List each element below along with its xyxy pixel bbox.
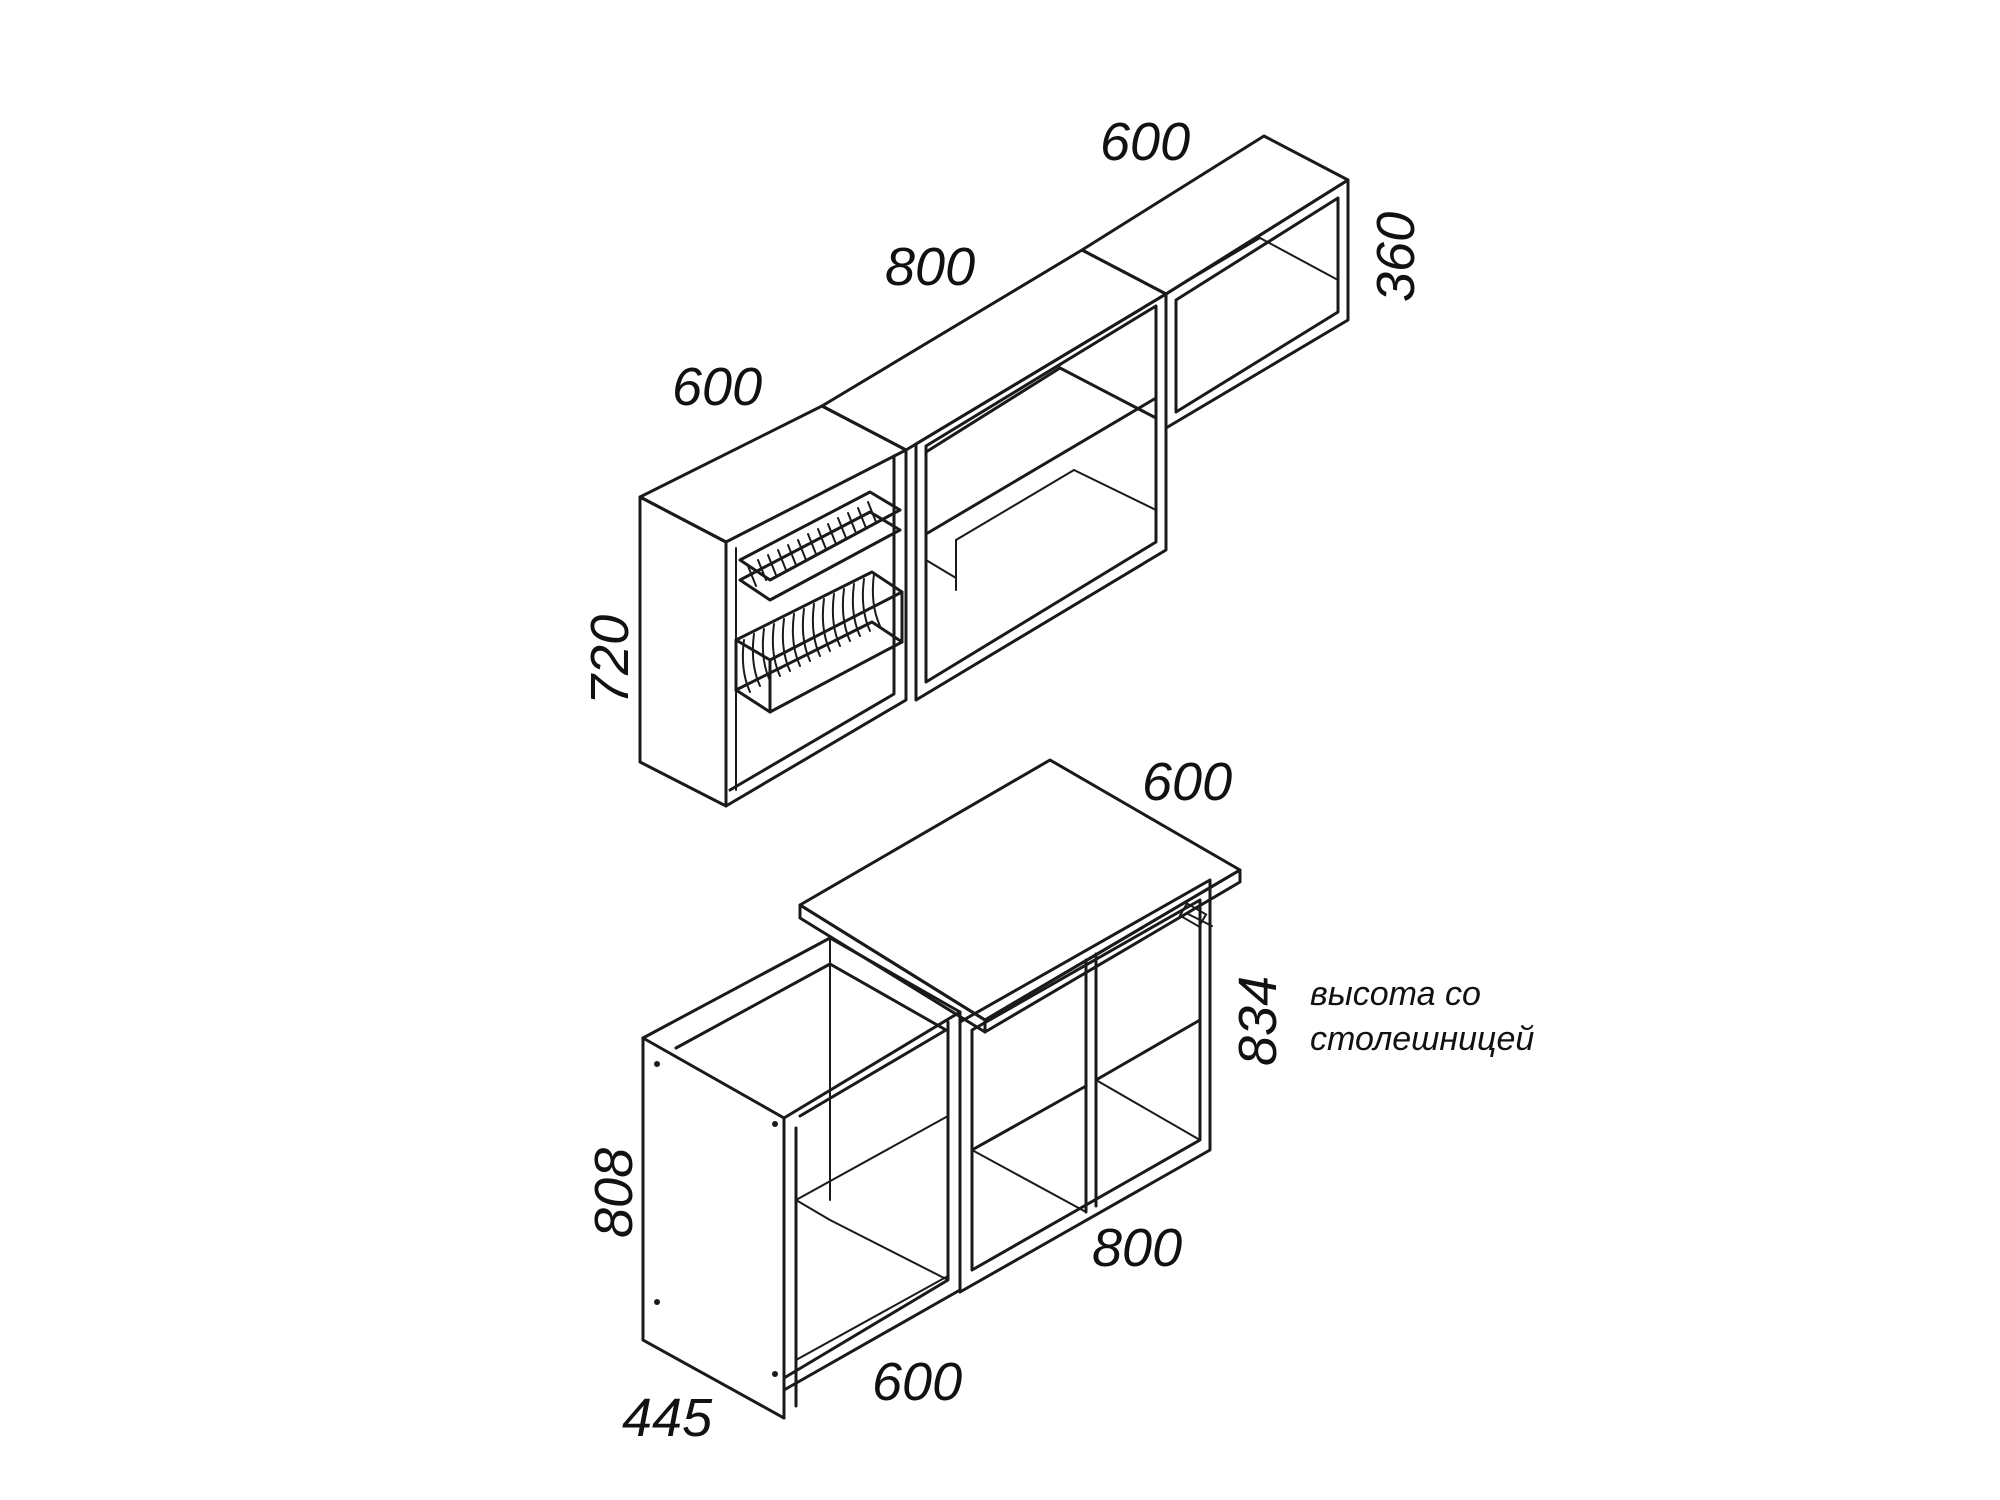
upper-cabinet-right [1080, 134, 1350, 430]
upper-right-width-label: 600 [1100, 112, 1190, 172]
lower-middle-width-label: 800 [1092, 1218, 1182, 1278]
lower-cabinet-left [641, 936, 962, 1420]
upper-right-height-label: 360 [1366, 212, 1426, 302]
height-note-line1: высота со [1310, 975, 1481, 1013]
lower-left-width-label: 600 [872, 1352, 962, 1412]
dish-rack-lower [734, 570, 904, 714]
upper-middle-width-label: 800 [885, 237, 975, 297]
upper-left-height-label: 720 [580, 615, 640, 705]
countertop [798, 758, 1242, 1034]
upper-cabinet-left [638, 404, 908, 808]
lower-depth-label: 445 [622, 1388, 713, 1448]
upper-cabinet-middle [820, 248, 1168, 702]
lower-cabinet-middle [958, 878, 1213, 1294]
hinge-icon [1178, 902, 1213, 928]
height-note-line2: столешницей [1310, 1020, 1534, 1058]
countertop-width-label: 600 [1142, 752, 1232, 812]
lower-cabinet-height-label: 808 [584, 1148, 644, 1238]
upper-left-width-label: 600 [672, 357, 762, 417]
height-with-top-label: 834 [1228, 976, 1288, 1066]
dish-rack-upper [738, 490, 902, 602]
